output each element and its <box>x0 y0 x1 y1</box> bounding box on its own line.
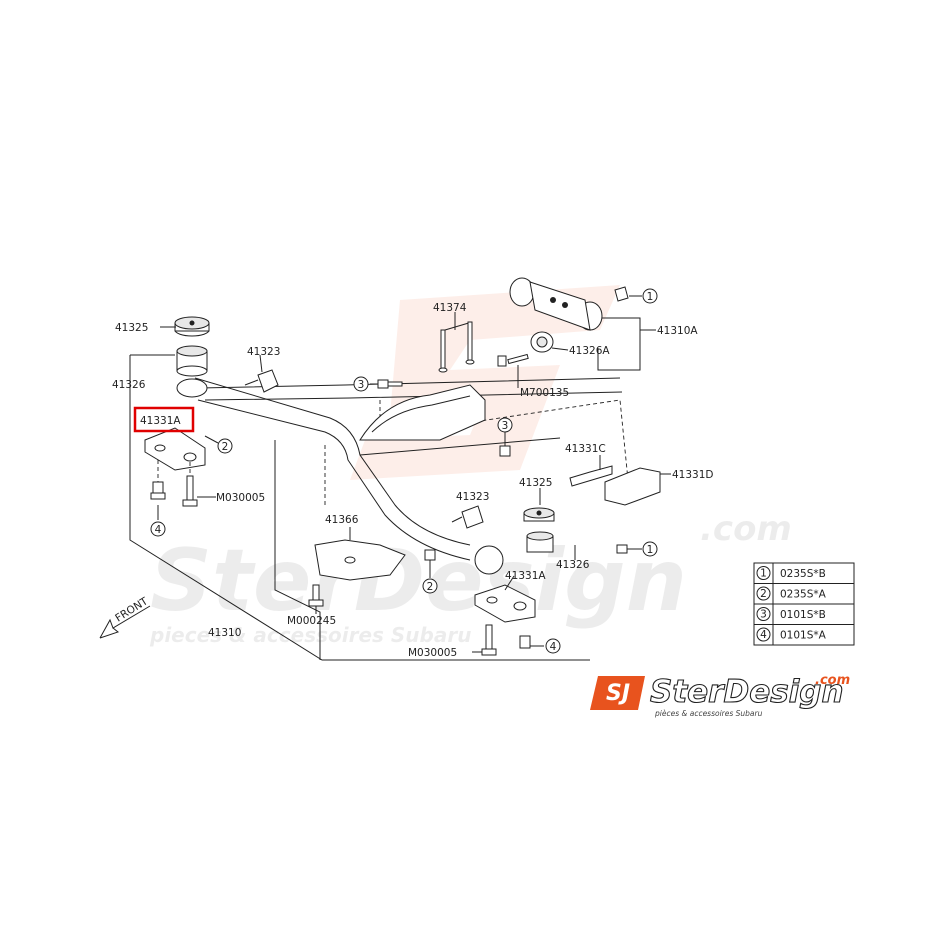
brand-logo: SJ SterDesign .com pièces & accessoires … <box>590 673 850 718</box>
ref-text: 1 <box>647 291 654 303</box>
logo-badge <box>590 676 645 710</box>
legend-num: 2 <box>760 588 767 600</box>
legend-code: 0101S*B <box>780 609 826 621</box>
nut-4-right <box>519 635 531 649</box>
bracket-41331a-right <box>474 584 536 623</box>
legend-num: 4 <box>760 629 767 641</box>
ref-circle-2: 2 <box>217 438 233 454</box>
label-41323-mid: 41323 <box>456 491 489 503</box>
label-41326a: 41326A <box>569 345 610 357</box>
legend-row: 2 0235S*A <box>756 586 827 601</box>
legend-num: 1 <box>760 568 767 580</box>
nut-1-right <box>616 544 628 554</box>
label-41310: 41310 <box>208 627 241 639</box>
legend-num-circle <box>756 566 771 580</box>
legend-num: 3 <box>760 609 767 621</box>
legend-row: 3 0101S*B <box>756 607 826 621</box>
ref-circle-1: 1 <box>642 288 658 304</box>
nut-4-left <box>150 481 166 500</box>
label-m030005-right: M030005 <box>408 647 457 659</box>
legend-num-circle <box>756 627 771 642</box>
bolt-m700135 <box>497 353 529 367</box>
label-m030005-left: M030005 <box>216 492 265 504</box>
bushing-41326-right <box>474 531 554 575</box>
bolt-3-left <box>377 379 403 389</box>
ref-text: 4 <box>155 524 162 536</box>
ref-circle-1: 1 <box>642 541 658 557</box>
logo-tagline: pièces & accessoires Subaru <box>654 709 763 718</box>
stud-41374 <box>438 321 475 373</box>
logo-domain: .com <box>815 673 850 688</box>
label-41323-left: 41323 <box>247 346 280 358</box>
heat-shield <box>359 384 486 441</box>
label-41325-right: 41325 <box>519 477 552 489</box>
label-41326-right: 41326 <box>556 559 590 571</box>
label-41366: 41366 <box>325 514 359 526</box>
leader-lines <box>157 295 671 653</box>
mount-41325-left <box>174 316 210 337</box>
label-m000245: M000245 <box>287 615 336 627</box>
bracket-41331d <box>604 467 661 506</box>
nut-2-mid <box>424 549 436 561</box>
watermark-brand: SterDesign <box>150 531 687 631</box>
bolt-3-right <box>499 445 511 457</box>
legend-code: 0235S*B <box>780 568 826 580</box>
label-41326-left: 41326 <box>112 379 146 391</box>
ref-text: 2 <box>222 441 229 453</box>
ref-text: 1 <box>647 544 654 556</box>
legend-row: 4 0101S*A <box>756 627 827 642</box>
ref-circle-2: 2 <box>422 578 438 594</box>
bushing-41326a <box>530 331 554 353</box>
crossmember-frame <box>194 377 623 561</box>
highlight-box <box>133 406 195 433</box>
legend-num-circle <box>756 607 771 621</box>
label-41310a: 41310A <box>657 325 698 337</box>
ref-text: 3 <box>358 379 365 391</box>
rear-mount-41310a <box>509 277 629 331</box>
ref-circle-4: 4 <box>545 638 561 654</box>
ref-circle-4: 4 <box>150 521 166 537</box>
front-arrow: FRONT <box>99 595 151 639</box>
label-m700135: M700135 <box>520 387 569 399</box>
label-41331c: 41331C <box>565 443 606 455</box>
label-41331d: 41331D <box>672 469 714 481</box>
ref-circle-3: 3 <box>497 417 513 433</box>
label-41325-left: 41325 <box>115 322 148 334</box>
explode-lines <box>129 317 641 661</box>
legend-code: 0235S*A <box>780 589 827 601</box>
bushing-41326-left <box>176 345 208 398</box>
bracket-41366 <box>314 539 406 581</box>
logo-badge-text: SJ <box>606 681 630 706</box>
ref-circle-3: 3 <box>353 376 369 392</box>
bolt-41323-mid <box>451 505 484 529</box>
ref-text: 2 <box>427 581 434 593</box>
legend-row: 1 0235S*B <box>756 566 826 580</box>
label-41331a-left: 41331A <box>140 415 181 427</box>
bolt-m030005-left <box>182 475 198 507</box>
part-labels: 41325 41326 41323 41331A M030005 41310 4… <box>112 302 714 659</box>
legend-num-circle <box>756 586 771 601</box>
label-41374: 41374 <box>433 302 467 314</box>
logo-brand: SterDesign <box>650 674 844 710</box>
ref-text: 4 <box>550 641 557 653</box>
bracket-41331c <box>569 465 613 487</box>
legend-code: 0101S*A <box>780 630 827 642</box>
mount-41325-right <box>523 507 555 522</box>
bolt-41323-left <box>244 369 279 393</box>
watermark-tagline: pieces & accessoires Subaru <box>149 623 471 647</box>
bracket-41331a-left <box>144 427 206 500</box>
watermark: SterDesign .com pieces & accessoires Sub… <box>149 285 792 647</box>
ref-text: 3 <box>502 420 509 432</box>
front-label: FRONT <box>113 595 150 624</box>
circled-refs: 1 1 2 2 3 3 4 4 <box>150 288 658 654</box>
watermark-domain: .com <box>700 509 792 549</box>
label-41331a-right: 41331A <box>505 570 546 582</box>
legend-table: 1 0235S*B 2 0235S*A 3 0101S*B 4 0101S*A <box>753 562 855 646</box>
